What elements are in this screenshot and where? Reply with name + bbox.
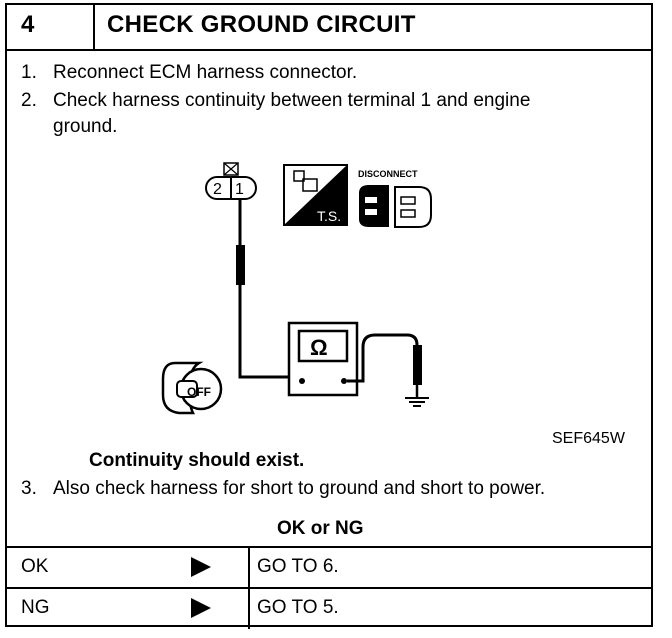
key-off-label: OFF (187, 385, 211, 399)
circuit-diagram: 2 1 T.S. DISCONNECT (161, 162, 626, 447)
instruction-3: Also check harness for short to ground a… (53, 478, 546, 499)
instruction-3-number: 3. (21, 478, 37, 499)
test-lead-ground (347, 333, 422, 398)
instruction-2-number: 2. (21, 90, 37, 111)
figure-code: SEF645W (552, 430, 626, 447)
result-ok-label: OK (21, 556, 49, 577)
arrow-right-icon (191, 598, 211, 618)
header-divider (93, 5, 95, 49)
result-ok-action: GO TO 6. (257, 556, 339, 577)
disconnect-icon: DISCONNECT (358, 169, 432, 228)
instruction-2-line2: ground. (53, 116, 118, 137)
ts-icon: T.S. (283, 164, 348, 226)
instruction-1: Reconnect ECM harness connector. (53, 62, 358, 83)
instruction-2-line1: Check harness continuity between termina… (53, 90, 531, 111)
procedure-table: 4 CHECK GROUND CIRCUIT 1. Reconnect ECM … (5, 3, 653, 629)
ohmmeter: Ω (287, 321, 359, 397)
ohm-symbol: Ω (310, 335, 328, 360)
arrow-right-icon (191, 557, 211, 577)
results-divider (248, 546, 250, 629)
harness-connector: 2 1 (205, 162, 257, 200)
results-middle-rule (7, 587, 651, 589)
step-title: CHECK GROUND CIRCUIT (107, 11, 416, 38)
ground-symbol-icon (405, 397, 429, 407)
instruction-1-number: 1. (21, 62, 37, 83)
test-lead-positive (236, 199, 295, 379)
connector-pin-1: 1 (235, 181, 244, 198)
ok-or-ng-heading: OK or NG (277, 518, 364, 539)
result-ng-label: NG (21, 597, 50, 618)
continuity-note: Continuity should exist. (89, 450, 305, 471)
connector-pin-2: 2 (213, 181, 222, 198)
ignition-key-off-icon: OFF (161, 361, 223, 415)
header-bottom-rule (7, 49, 651, 51)
ts-label: T.S. (317, 208, 341, 224)
step-number: 4 (21, 11, 35, 38)
result-ng-action: GO TO 5. (257, 597, 339, 618)
disconnect-label: DISCONNECT (358, 169, 418, 179)
results-top-rule (7, 546, 651, 548)
